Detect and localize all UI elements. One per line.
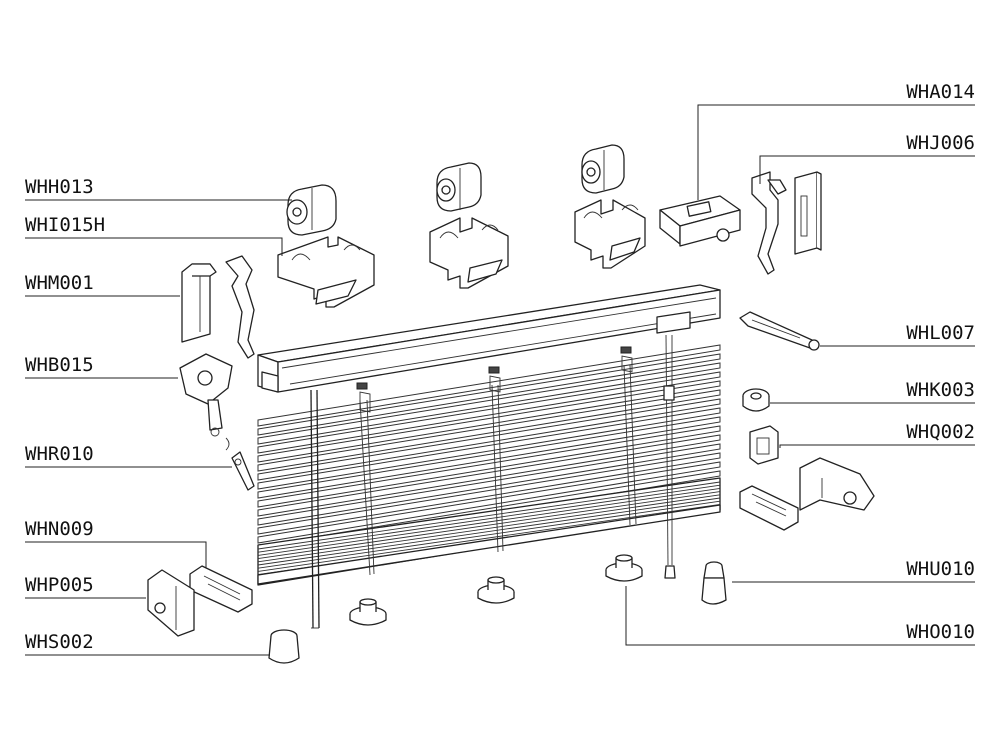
end-cap bbox=[181, 263, 217, 343]
slat bbox=[257, 416, 721, 499]
spacer-ring bbox=[742, 388, 770, 412]
cord-guide bbox=[749, 425, 779, 465]
label-whi015h: WHI015H bbox=[25, 214, 105, 236]
slat bbox=[257, 344, 721, 427]
slat bbox=[257, 362, 721, 445]
pull-cord bbox=[663, 334, 676, 579]
slat bbox=[257, 380, 721, 463]
link-bar bbox=[739, 311, 820, 351]
side-bracket-right bbox=[799, 457, 875, 511]
stack-slat-line bbox=[257, 503, 721, 572]
slat bbox=[257, 461, 721, 544]
ladder-hooks bbox=[359, 355, 633, 413]
label-whq002: WHQ002 bbox=[906, 421, 975, 443]
stack-slat-line bbox=[257, 491, 721, 560]
label-who010: WHO010 bbox=[906, 621, 975, 643]
tilter-mechanism bbox=[659, 195, 741, 247]
cord-lock-cradle bbox=[277, 236, 375, 308]
cord-lock-spool-right bbox=[581, 144, 625, 194]
cord-weight-left bbox=[349, 598, 387, 626]
leader-lines bbox=[25, 104, 975, 656]
slat bbox=[257, 371, 721, 454]
hanger-clip bbox=[225, 255, 255, 359]
stack-slat-line bbox=[257, 497, 721, 566]
label-whb015: WHB015 bbox=[25, 354, 94, 376]
slat bbox=[257, 353, 721, 436]
stack-slat-line bbox=[257, 481, 721, 550]
cord-lock-spool bbox=[286, 184, 337, 236]
stack-slat-line bbox=[257, 494, 721, 563]
label-wha014: WHA014 bbox=[906, 81, 975, 103]
tilt-gear-box bbox=[179, 353, 233, 451]
label-whn009: WHN009 bbox=[25, 518, 94, 540]
tilt-wand bbox=[310, 389, 320, 629]
cord-lock-cradle-middle bbox=[429, 217, 509, 289]
cord-weight bbox=[605, 554, 643, 582]
ladder-strings bbox=[359, 364, 637, 576]
label-whh013: WHH013 bbox=[25, 176, 94, 198]
label-whk003: WHK003 bbox=[906, 379, 975, 401]
label-whu010: WHU010 bbox=[906, 558, 975, 580]
slat bbox=[257, 407, 721, 490]
label-whj006: WHJ006 bbox=[906, 132, 975, 154]
slat bbox=[257, 398, 721, 481]
stack-slat-line bbox=[257, 484, 721, 553]
part-labels: WHA014 WHJ006 WHH013 WHI015H WHM001 WHL0… bbox=[25, 81, 975, 653]
cord-lock-block-left bbox=[189, 565, 253, 613]
cord-lock-cradle-right bbox=[574, 199, 646, 269]
stack-slat-line bbox=[257, 487, 721, 556]
label-whl007: WHL007 bbox=[906, 322, 975, 344]
label-whm001: WHM001 bbox=[25, 272, 94, 294]
wand-hook bbox=[231, 451, 255, 491]
slat bbox=[257, 443, 721, 526]
label-whr010: WHR010 bbox=[25, 443, 94, 465]
installation-bracket bbox=[751, 171, 822, 275]
slat bbox=[257, 389, 721, 472]
side-bracket-left bbox=[147, 569, 195, 637]
slat bbox=[257, 434, 721, 517]
cord-tassel bbox=[701, 561, 727, 605]
head-rail bbox=[257, 284, 721, 393]
bottom-end-cap bbox=[268, 629, 300, 664]
cord-lock-block-right bbox=[739, 485, 799, 531]
cord-lock-spool-middle bbox=[436, 162, 482, 212]
slat bbox=[257, 425, 721, 508]
cord-weight-middle bbox=[477, 576, 515, 604]
blind-assembly bbox=[257, 284, 721, 629]
label-whp005: WHP005 bbox=[25, 574, 94, 596]
slat bbox=[257, 452, 721, 535]
stack-slat-line bbox=[257, 500, 721, 569]
label-whs002: WHS002 bbox=[25, 631, 94, 653]
